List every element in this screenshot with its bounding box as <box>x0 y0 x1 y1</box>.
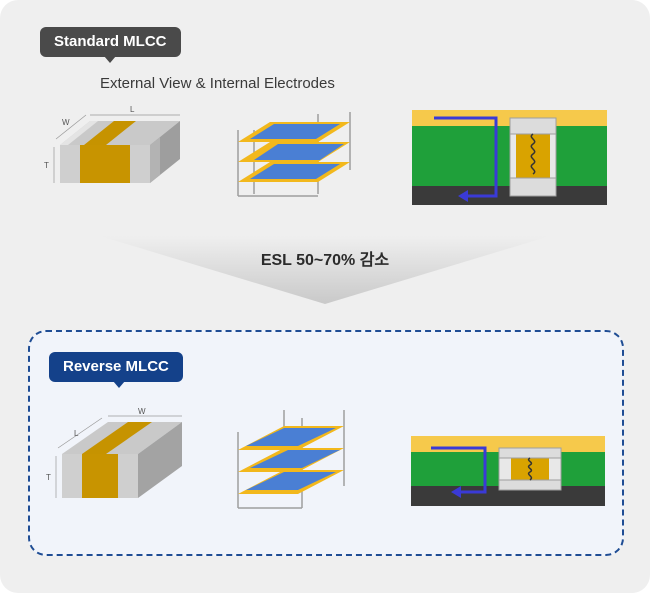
standard-chip-illustration: L W T <box>44 105 180 183</box>
dim-l-label: L <box>130 105 135 114</box>
rev-dim-t-label: T <box>46 473 51 482</box>
standard-mlcc-tag: Standard MLCC <box>40 27 181 63</box>
esl-reduction-label: ESL 50~70% 감소 <box>260 252 390 269</box>
rev-dim-l-label: L <box>74 429 79 438</box>
reverse-pcb-current-path <box>411 436 605 506</box>
standard-electrode-stack <box>237 112 351 197</box>
rev-dim-w-label: W <box>138 407 146 416</box>
dim-t-label: T <box>44 161 49 170</box>
reduction-funnel <box>100 236 550 304</box>
external-view-title: External View & Internal Electrodes <box>100 75 335 92</box>
standard-pcb-current-path <box>412 110 607 205</box>
dim-w-label: W <box>62 118 70 127</box>
reverse-electrode-stack <box>237 410 345 509</box>
reverse-chip-illustration: W L T <box>46 407 182 498</box>
reverse-mlcc-tag: Reverse MLCC <box>49 352 183 388</box>
